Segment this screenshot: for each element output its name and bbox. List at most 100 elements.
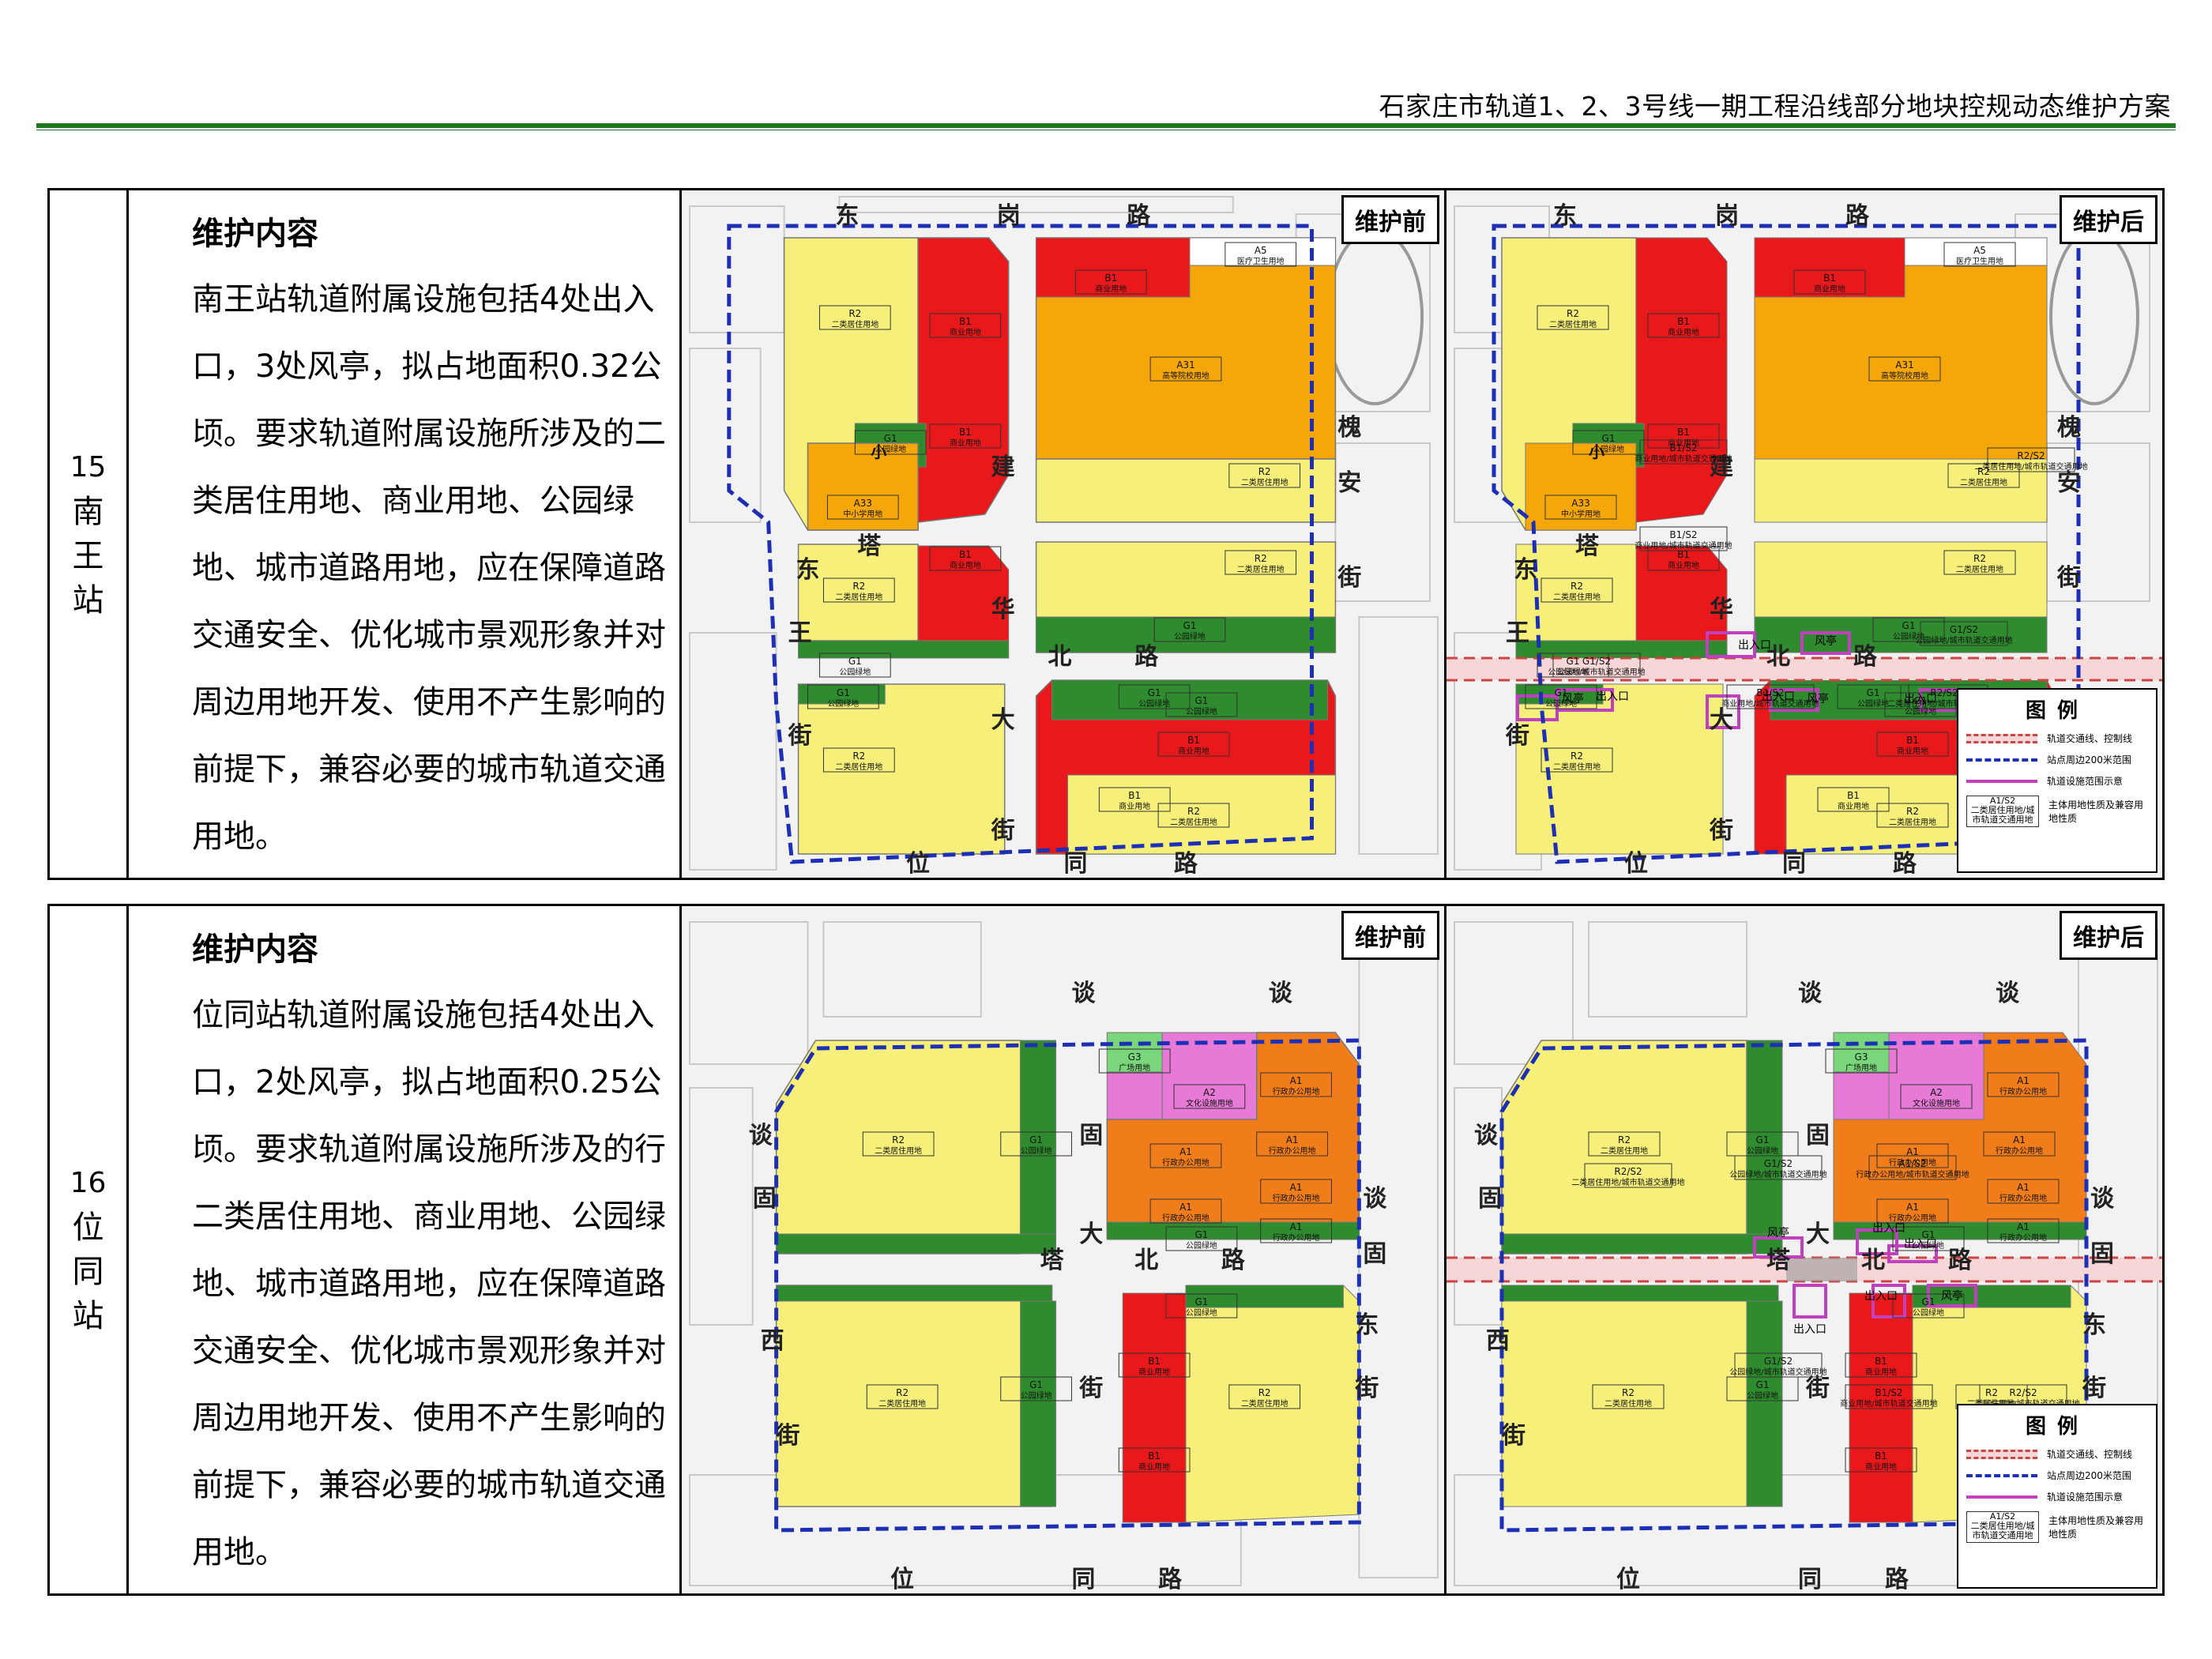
parcel-code: R2 — [892, 1134, 905, 1146]
parcel-name: 二类居住用地 — [1553, 762, 1601, 772]
road-name-char: 建 — [1710, 453, 1733, 481]
parcel-label-box — [1552, 653, 1641, 678]
school-mark: 小 — [871, 442, 886, 461]
station-number-cell: 16 位 同 站 — [50, 906, 129, 1593]
parcel-code: B1 — [1823, 273, 1836, 284]
road-name-char: 固 — [2090, 1240, 2114, 1268]
road-name-char: 街 — [1078, 1375, 1103, 1402]
parcel-name: 公园绿地 — [1913, 1240, 1944, 1251]
parcel-label-box — [1256, 1131, 1328, 1157]
parcel-label-box — [1224, 550, 1297, 575]
parcel-name: 二类居住用地/城市轨道交通用地 — [1974, 461, 2087, 472]
road-name-char: 路 — [1885, 1566, 1909, 1593]
road-name-char: 谈 — [1363, 1185, 1387, 1213]
parcel-code: G1 — [1029, 1379, 1043, 1390]
parcel-label-box — [1074, 269, 1147, 295]
parcel-code: B1 — [1677, 427, 1690, 438]
facility-label: 出入口 — [1762, 690, 1795, 703]
rail-line-swatch — [1966, 733, 2037, 743]
parcel-name: 公园绿地/城市轨道交通用地 — [1729, 1169, 1826, 1179]
road-name-char: 塔 — [1040, 1247, 1065, 1274]
parcel-label-box — [1987, 1179, 2060, 1204]
parcel-code: A5 — [1255, 245, 1267, 256]
road-name-char: 岗 — [1715, 202, 1739, 230]
parcel-label-box — [1884, 692, 1957, 717]
facility-label: 风亭 — [1815, 634, 1837, 648]
parcel-label-box — [1900, 1084, 1973, 1109]
road-name-char: 北 — [1861, 1247, 1885, 1274]
road-name-char: 路 — [1127, 202, 1151, 230]
parcel-label-box — [929, 313, 1002, 338]
road-name-char: 固 — [1363, 1240, 1386, 1268]
parcel-name: 行政办公用地 — [1999, 1193, 2047, 1203]
facility-label: 出入口 — [1864, 1290, 1898, 1303]
parcel-label-box — [818, 653, 891, 678]
parcel-code: G1 — [1902, 620, 1916, 631]
station-number: 15 — [70, 451, 107, 483]
parcel-code: R2 — [1618, 1134, 1631, 1146]
parcel-name: 行政办公用地 — [1162, 1213, 1209, 1223]
parcel-label-box — [1153, 617, 1226, 642]
legend-item: 站点周边200米范围 — [1966, 753, 2148, 766]
parcel-code: R2 — [852, 581, 865, 592]
facility-label: 出入口 — [1793, 1323, 1826, 1336]
parcel-code: A1 — [2017, 1221, 2030, 1232]
parcel-code: B1/S2 — [1669, 529, 1697, 540]
road-name-char: 街 — [2082, 1375, 2106, 1402]
station-row-16: 16 位 同 站 维护内容 位同站轨道附属设施包括4处出入口，2处风亭，拟占地面… — [47, 904, 2165, 1596]
parcel-label-box — [807, 684, 879, 709]
road-name-char: 北 — [1134, 1247, 1158, 1274]
parcel-label-box — [1647, 423, 1720, 449]
parcel-name: 公园绿地 — [1893, 631, 1924, 641]
parcel-code: R2/S2 — [2009, 1387, 2037, 1398]
road-name-char: 路 — [1134, 643, 1159, 671]
road-name-char: 位 — [890, 1566, 914, 1593]
parcel-name: 高等院校用地 — [1881, 371, 1928, 381]
road-name-char: 同 — [1782, 850, 1806, 878]
parcel-name: 行政办公用地 — [1269, 1146, 1316, 1156]
road-name-char: 街 — [776, 1422, 800, 1450]
parcel-name: 商业用地 — [1119, 801, 1150, 811]
parcel-label-box — [1876, 1198, 1949, 1224]
parcel-code: G1 — [1914, 695, 1928, 706]
parcel-name: 二类居住用地 — [831, 319, 878, 329]
road-name-char: 路 — [1948, 1247, 1973, 1274]
boundary-swatch — [1966, 758, 2037, 762]
parcel-code: B1/S2 — [1756, 687, 1784, 698]
parcel-name: 二类居住用地 — [1237, 564, 1285, 574]
parcel-code: A1 — [1906, 1202, 1919, 1213]
parcel-label-box — [1872, 617, 1945, 642]
parcel-label-box — [1165, 1226, 1238, 1251]
parcel-code: A1 — [1179, 1146, 1192, 1157]
parcel-label-box — [1544, 495, 1617, 520]
parcel-label-box — [1793, 269, 1866, 295]
parcel-label-box — [1540, 577, 1613, 603]
parcel-name: 商业用地 — [950, 438, 981, 448]
facility-label: 出入口 — [1872, 1222, 1905, 1235]
road-name-char: 谈 — [1474, 1122, 1499, 1149]
parcel-code: R2 — [1255, 553, 1267, 564]
facility-label: 风亭 — [1562, 692, 1584, 705]
parcel-name: 商业用地/城市轨道交通用地 — [1635, 540, 1732, 551]
parcel-code: G1/S2 — [1950, 624, 1978, 635]
parcel-name: 中小学用地 — [1561, 509, 1601, 519]
parcel-code: R2 — [1985, 1387, 1998, 1398]
parcel-label-box — [1892, 1293, 1965, 1319]
road-name-char: 华 — [1710, 596, 1733, 623]
parcel-code: B1 — [1677, 549, 1690, 560]
road-name-char: 北 — [1048, 643, 1072, 671]
parcel-name: 商业用地 — [950, 560, 981, 570]
parcel-label-box — [1165, 1293, 1238, 1319]
parcel-label-box — [1983, 1131, 2056, 1157]
parcel-label-box — [1868, 1155, 1957, 1180]
parcel-code: B1 — [1847, 790, 1860, 801]
parcel-label-box — [866, 1384, 939, 1409]
parcel-name: 中小学用地 — [843, 509, 882, 519]
parcel-label-box — [1943, 550, 2016, 575]
road-name-char: 固 — [753, 1185, 777, 1213]
road-name-char: 大 — [1806, 1221, 1830, 1248]
parcel-label-box — [818, 305, 891, 330]
